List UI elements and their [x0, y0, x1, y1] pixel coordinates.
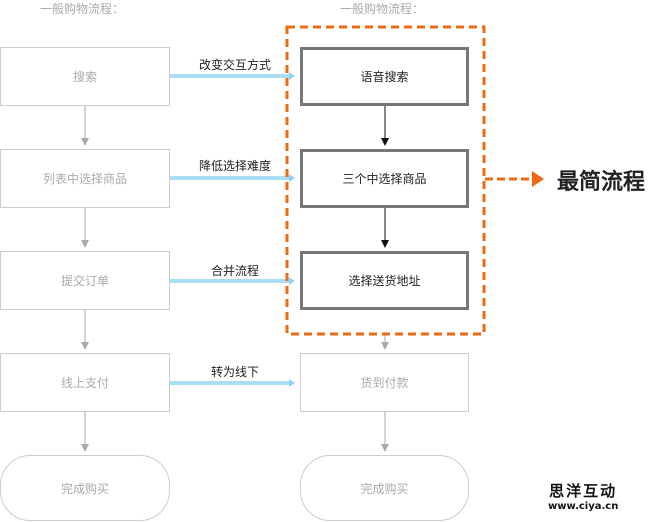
watermark-url: www.ciya.cn [548, 501, 619, 512]
callout-text: 最简流程 [557, 170, 646, 195]
right-step: 选择送货地址 [300, 251, 469, 310]
transform-label: 改变交互方式 [198, 58, 271, 72]
watermark-name: 思洋互动 [549, 482, 618, 500]
transform-label: 降低选择难度 [198, 159, 271, 173]
right-step: 完成购买 [300, 455, 469, 521]
left-step: 提交订单 [0, 251, 170, 310]
left-header: 一般购物流程： [40, 2, 125, 16]
left-step: 完成购买 [0, 455, 170, 521]
right-header: 一般购物流程： [340, 2, 425, 16]
left-step: 列表中选择商品 [0, 149, 170, 208]
left-step: 搜索 [0, 47, 170, 106]
transform-label: 转为线下 [210, 365, 259, 379]
right-step: 语音搜索 [300, 47, 469, 106]
right-step: 三个中选择商品 [300, 149, 469, 208]
transform-label: 合并流程 [210, 264, 259, 278]
right-step: 货到付款 [300, 353, 469, 412]
left-step: 线上支付 [0, 353, 170, 412]
watermark: 思洋互动 www.ciya.cn [548, 484, 618, 512]
highlight-frame [285, 25, 486, 336]
